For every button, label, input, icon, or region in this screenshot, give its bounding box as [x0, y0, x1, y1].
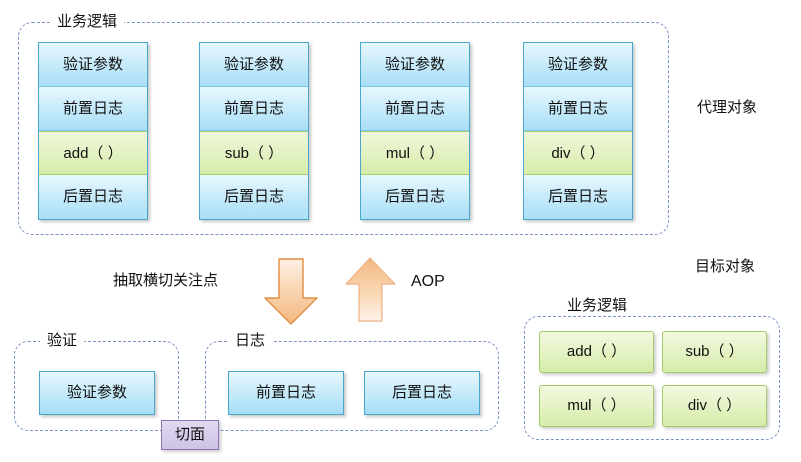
target-business-logic-group-label: 业务逻辑	[560, 297, 635, 315]
cell-method-sub: sub（ ）	[200, 131, 308, 175]
aop-label: AOP	[411, 273, 445, 290]
proxy-object-label: 代理对象	[697, 99, 758, 116]
cell-after-log: 后置日志	[361, 175, 469, 219]
table-row: 验证参数 前置日志 add（ ） 后置日志	[38, 42, 148, 220]
chip-method-sub: sub（ ）	[662, 331, 767, 373]
logging-aspect-group-label: 日志	[228, 332, 273, 350]
cell-before-log: 前置日志	[200, 87, 308, 131]
chip-before-log: 前置日志	[228, 371, 344, 415]
cell-after-log: 后置日志	[200, 175, 308, 219]
logging-aspect-group	[205, 341, 499, 431]
cell-method-mul: mul（ ）	[361, 131, 469, 175]
proxy-business-logic-group-label: 业务逻辑	[50, 13, 125, 31]
chip-method-mul: mul（ ）	[539, 385, 654, 427]
target-business-logic-group	[524, 316, 780, 440]
chip-method-div: div（ ）	[662, 385, 767, 427]
validation-aspect-group	[14, 341, 179, 431]
proxy-business-logic-group	[18, 22, 669, 235]
cell-after-log: 后置日志	[524, 175, 632, 219]
cell-before-log: 前置日志	[524, 87, 632, 131]
validation-aspect-group-label: 验证	[40, 332, 85, 350]
down-arrow-icon	[264, 258, 318, 325]
target-object-label: 目标对象	[695, 258, 756, 275]
cell-validate-params: 验证参数	[200, 43, 308, 87]
extract-crosscutting-label: 抽取横切关注点	[113, 272, 219, 289]
cell-method-add: add（ ）	[39, 131, 147, 175]
cell-validate-params: 验证参数	[524, 43, 632, 87]
cell-validate-params: 验证参数	[39, 43, 147, 87]
cell-after-log: 后置日志	[39, 175, 147, 219]
cell-method-div: div（ ）	[524, 131, 632, 175]
table-row: 验证参数 前置日志 mul（ ） 后置日志	[360, 42, 470, 220]
cell-before-log: 前置日志	[39, 87, 147, 131]
chip-after-log: 后置日志	[364, 371, 480, 415]
chip-method-add: add（ ）	[539, 331, 654, 373]
cell-validate-params: 验证参数	[361, 43, 469, 87]
up-arrow-icon	[345, 257, 396, 322]
table-row: 验证参数 前置日志 div（ ） 后置日志	[523, 42, 633, 220]
cell-before-log: 前置日志	[361, 87, 469, 131]
chip-validate-params: 验证参数	[39, 371, 155, 415]
aspect-badge: 切面	[161, 420, 219, 450]
table-row: 验证参数 前置日志 sub（ ） 后置日志	[199, 42, 309, 220]
